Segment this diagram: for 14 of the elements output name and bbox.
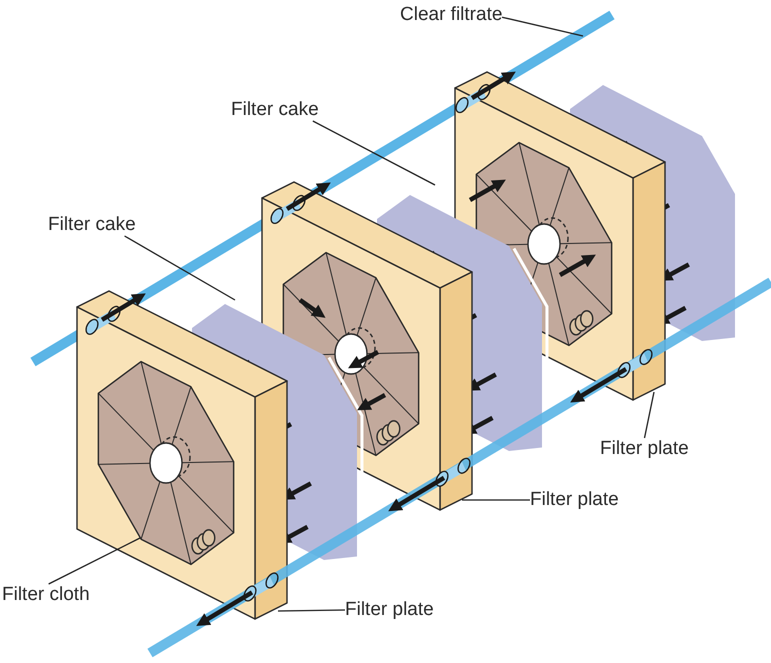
leader-line — [502, 16, 584, 37]
part-label: Filter plate — [600, 438, 689, 460]
part-label: Filter cake — [231, 99, 319, 121]
leader-line — [48, 537, 140, 585]
leader-line — [312, 120, 436, 186]
part-label: Filter plate — [530, 489, 619, 511]
part-label: Filter plate — [345, 599, 434, 621]
part-label: Clear filtrate — [400, 4, 502, 26]
leader-line — [644, 392, 655, 438]
leader-line — [462, 499, 530, 501]
leader-line — [278, 609, 345, 612]
part-label: Filter cake — [48, 214, 136, 236]
part-label: Filter cloth — [2, 584, 90, 606]
leader-line — [124, 235, 236, 301]
